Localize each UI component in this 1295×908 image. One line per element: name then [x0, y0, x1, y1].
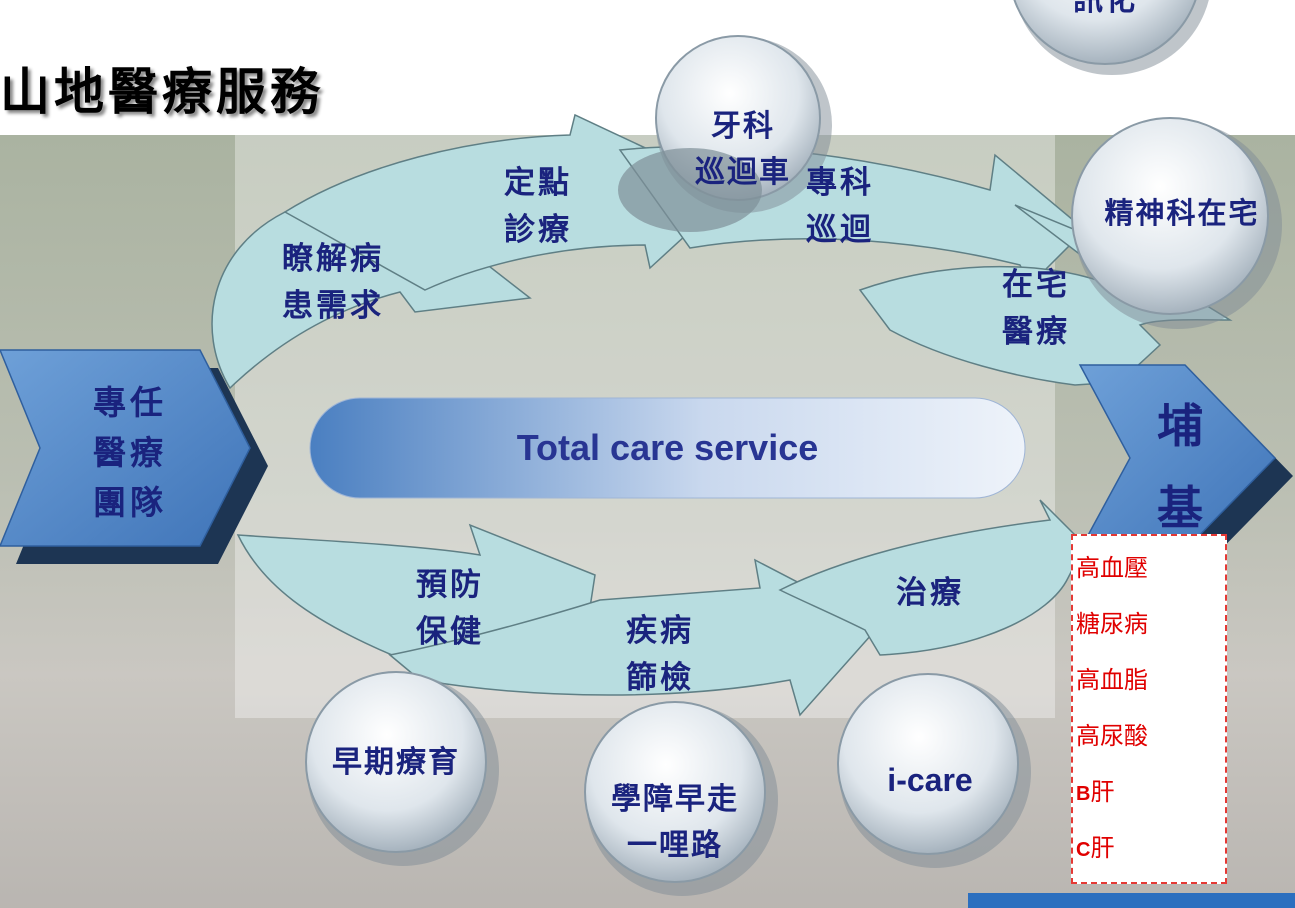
- bubble-label-dental: 牙科 巡迴車: [695, 109, 791, 190]
- bubble-label-early: 早期療育: [332, 745, 460, 780]
- total-care-label: Total care service: [516, 427, 819, 468]
- right-chevron: [1078, 364, 1293, 568]
- right-chevron-label: 埔 基: [1157, 399, 1203, 535]
- left-chevron-label: 專任 醫療 團隊: [93, 383, 167, 522]
- disease-item: 高血脂: [1076, 666, 1148, 694]
- disease-item: C肝: [1076, 834, 1115, 862]
- bubble-icare: [837, 673, 1031, 868]
- arrow-label-prevention: 預防 保健: [416, 567, 484, 650]
- arrow-label-treatment: 治療: [896, 575, 964, 611]
- disease-item: 糖尿病: [1076, 610, 1148, 638]
- disease-item: B肝: [1076, 778, 1115, 806]
- bubble-learning: [584, 701, 778, 896]
- bubble-psych: [1071, 117, 1282, 329]
- arrow-label-fixed: 定點 診療: [504, 165, 572, 248]
- page-title: 山地醫療服務: [0, 62, 324, 121]
- arrow-label-screening: 疾病 篩檢: [626, 613, 694, 696]
- bubble-label-partial: 訊化: [1073, 0, 1137, 18]
- left-chevron: [0, 349, 268, 564]
- bubble-partial: [1013, 0, 1209, 75]
- disease-list-box: [1071, 534, 1227, 884]
- arrow-label-understand: 瞭解病 患需求: [282, 241, 384, 324]
- arrow-screening: [388, 558, 882, 717]
- dental-shadow: [618, 148, 762, 232]
- arrow-label-specialty: 專科 巡迴: [806, 165, 874, 248]
- bubble-early: [305, 671, 499, 866]
- corner-strip: [968, 893, 1295, 908]
- total-care-band: [309, 397, 1026, 499]
- bubble-label-psych: 精神科在宅: [1104, 196, 1260, 230]
- arrow-treatment: [778, 499, 1086, 656]
- bubble-label-learning: 學障早走 一哩路: [611, 782, 739, 863]
- disease-item: 高血壓: [1076, 554, 1148, 582]
- disease-item: 高尿酸: [1076, 722, 1148, 750]
- bubble-label-icare: i-care: [887, 762, 973, 798]
- arrow-label-home: 在宅 醫療: [1002, 267, 1070, 350]
